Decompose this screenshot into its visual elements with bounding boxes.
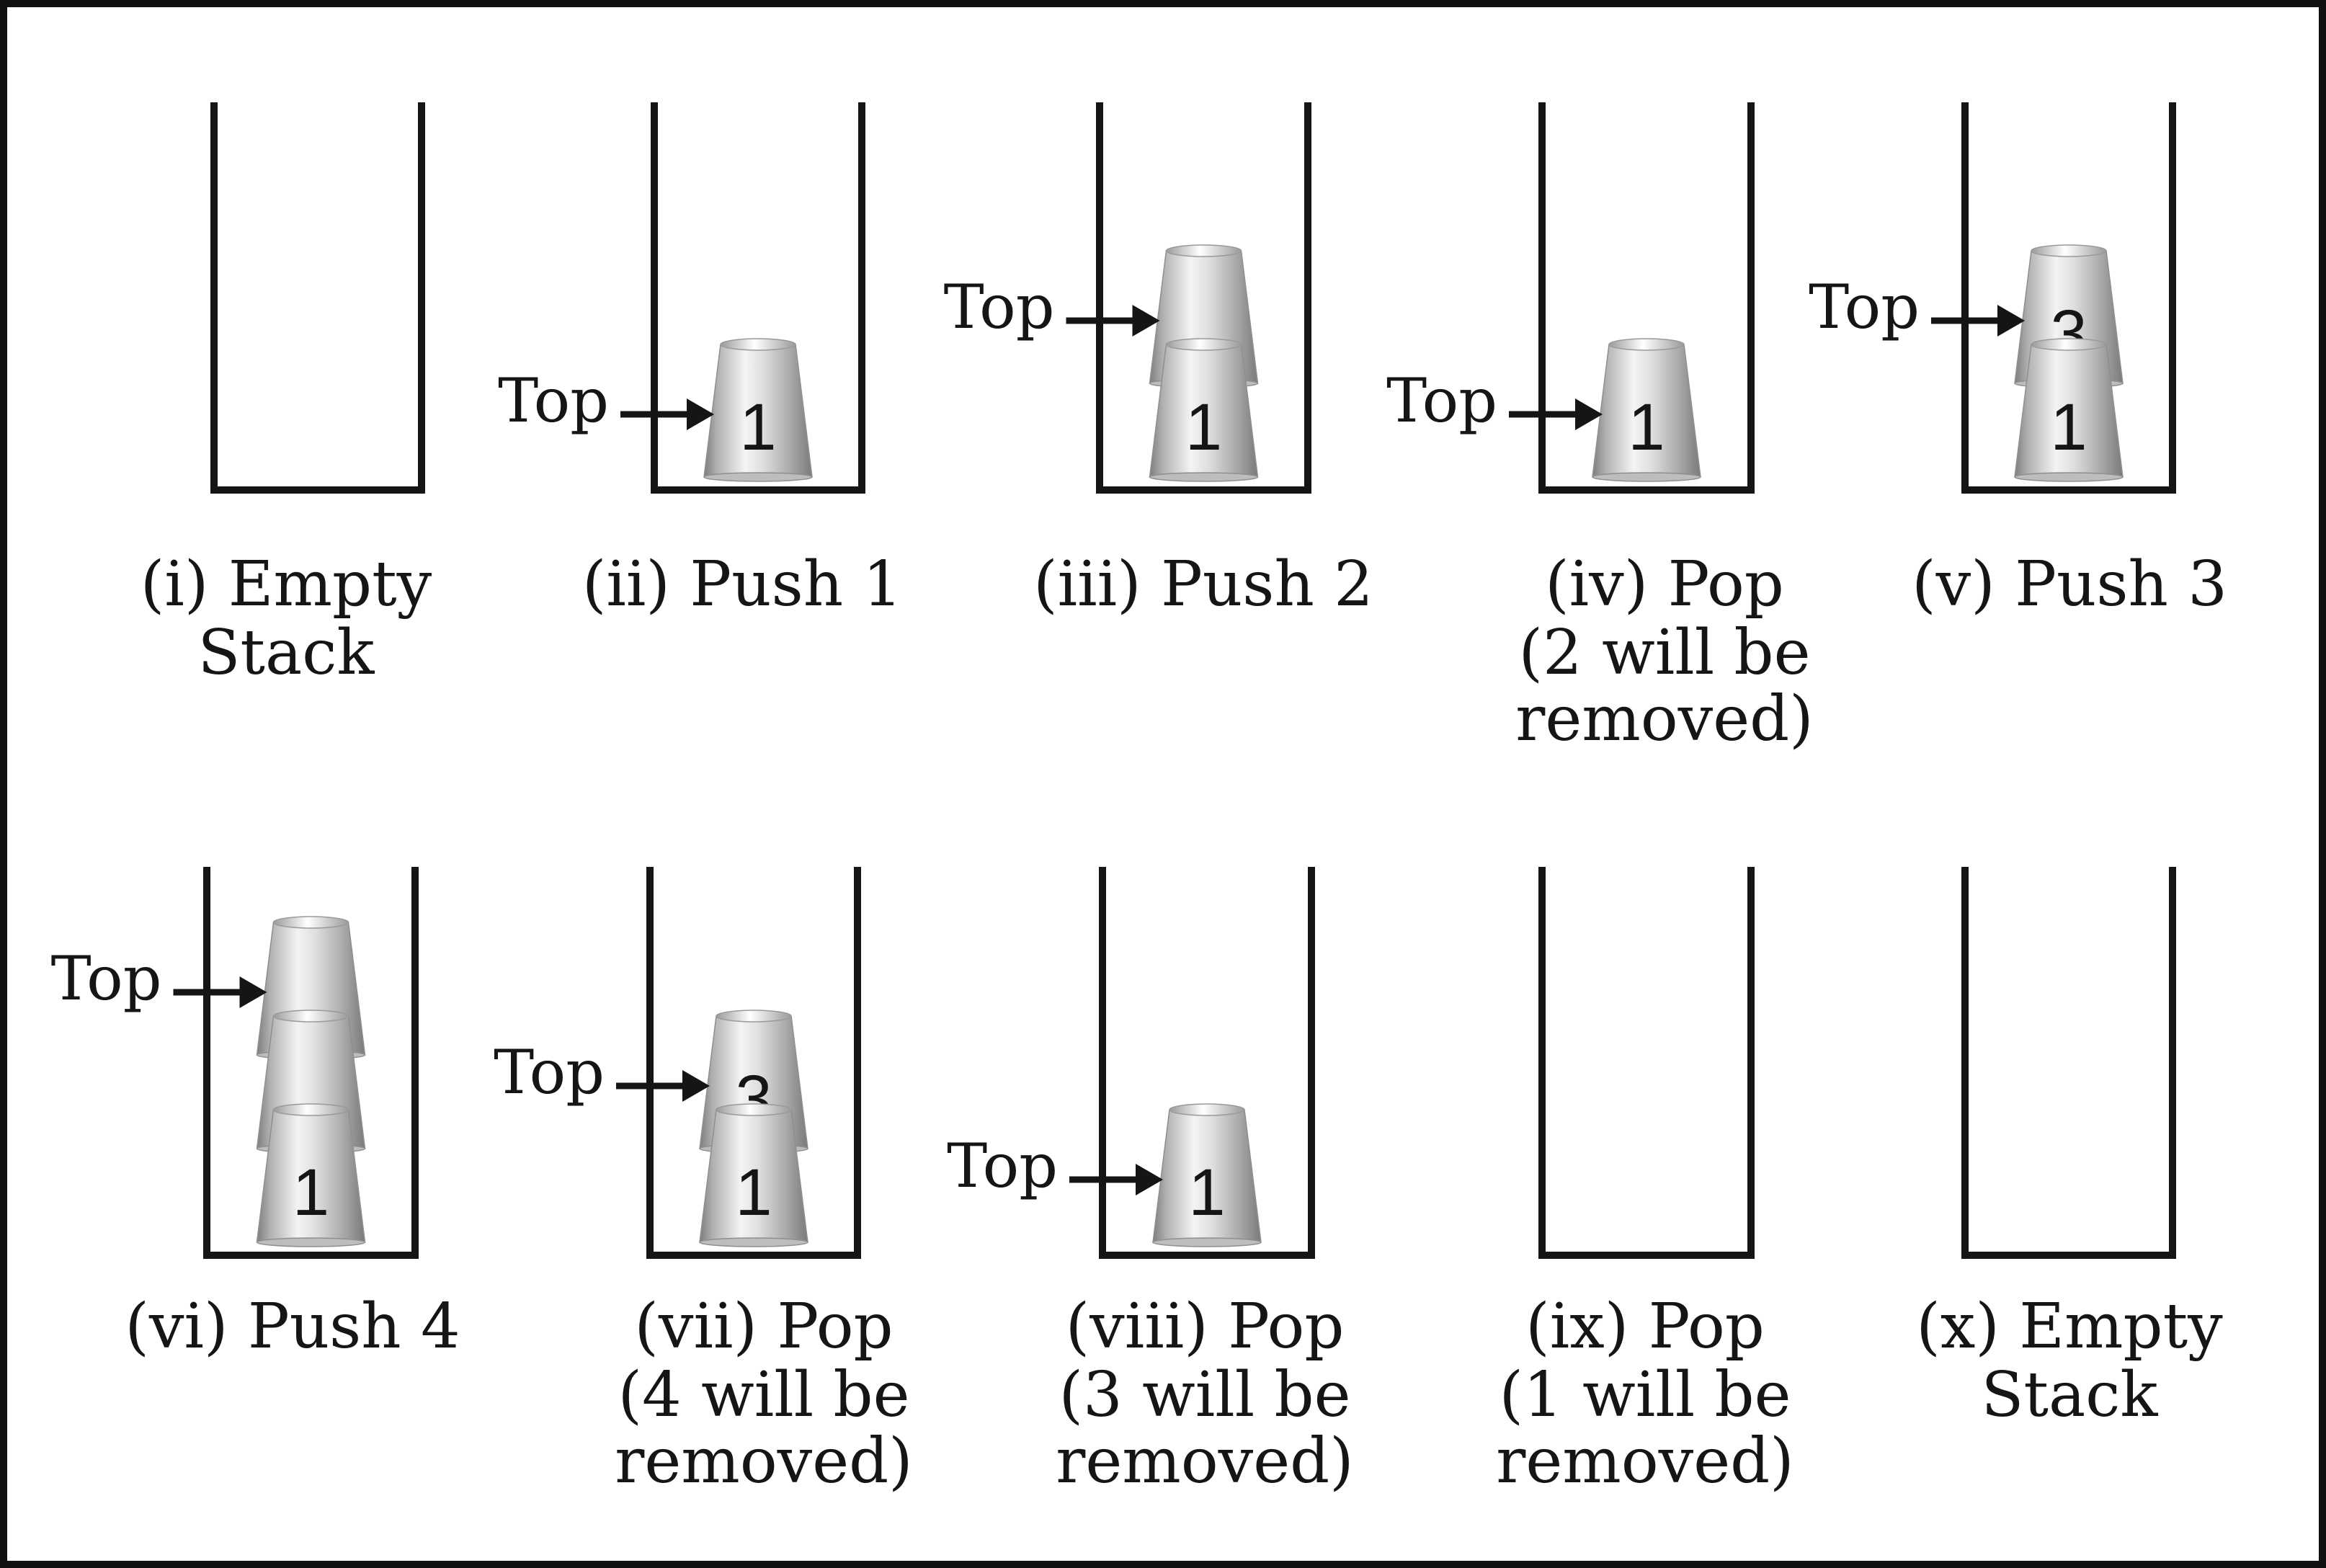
stack-container: [1538, 102, 1755, 494]
step-caption: (ii) Push 1: [582, 549, 902, 620]
stack-panel: [1961, 867, 2176, 1259]
top-pointer: Top: [51, 943, 267, 1014]
caption-line: (2 will be: [1518, 617, 1811, 689]
caption-line: (3 will be: [1059, 1359, 1351, 1431]
step-caption: (iii) Push 2: [1033, 549, 1373, 620]
top-pointer: Top: [1386, 365, 1603, 436]
cup-number: 1: [2050, 391, 2087, 464]
stack-container: [1096, 102, 1311, 494]
stack-container: [203, 867, 419, 1259]
stack-container: [1538, 867, 1755, 1259]
top-pointer: Top: [944, 272, 1160, 342]
caption-line: removed): [1056, 1425, 1354, 1497]
arrow-head-icon: [1132, 305, 1160, 337]
stack-cup: 1: [256, 1103, 366, 1247]
caption-line: removed): [615, 1425, 913, 1497]
top-label: Top: [494, 1037, 605, 1108]
stack-container: [1961, 867, 2176, 1259]
cup-number: 1: [739, 391, 776, 464]
top-pointer: Top: [498, 365, 714, 436]
arrow-head-icon: [1136, 1164, 1163, 1195]
cup-number: 1: [1628, 391, 1665, 464]
stack-panel: 1 Top: [947, 867, 1315, 1259]
caption-line: (vi) Push 4: [125, 1291, 460, 1363]
stack-container: [1099, 867, 1315, 1259]
caption-line: (1 will be: [1499, 1359, 1791, 1431]
cup-number: 1: [735, 1156, 772, 1229]
top-pointer: Top: [947, 1131, 1163, 1201]
caption-line: Stack: [197, 617, 375, 689]
stack-container: [1961, 102, 2176, 494]
caption-line: (iv) Pop: [1545, 548, 1784, 620]
caption-line: (vii) Pop: [634, 1291, 894, 1363]
stack-cup: 1: [699, 1103, 808, 1247]
arrow-head-icon: [682, 1070, 710, 1102]
top-label: Top: [944, 272, 1055, 342]
caption-line: (4 will be: [618, 1359, 910, 1431]
stack-cup: 1: [1592, 338, 1701, 482]
stack-cup: 1: [703, 338, 813, 482]
step-caption: (vi) Push 4: [125, 1291, 460, 1362]
top-label: Top: [498, 365, 609, 436]
stack-container: [210, 102, 425, 494]
stack-panel: 1 Top: [498, 102, 865, 494]
arrow-head-icon: [1997, 305, 2025, 337]
stack-panel: [1538, 867, 1755, 1259]
caption-line: (v) Push 3: [1912, 548, 2227, 620]
stack-cup: 1: [2014, 338, 2124, 482]
arrow-head-icon: [687, 398, 714, 430]
top-label: Top: [1809, 272, 1920, 342]
caption-line: (x) Empty: [1916, 1291, 2223, 1363]
top-label: Top: [1386, 365, 1497, 436]
stack-panel: 1 Top: [51, 867, 419, 1259]
stack-panel: 1 Top: [944, 102, 1311, 494]
stack-container: [651, 102, 865, 494]
step-caption: (v) Push 3: [1912, 549, 2227, 620]
stack-cup: 1: [1152, 1103, 1262, 1247]
caption-line: Stack: [1981, 1359, 2158, 1431]
top-label: Top: [947, 1131, 1058, 1201]
stack-panel: [210, 102, 425, 494]
caption-line: (ix) Pop: [1525, 1291, 1765, 1363]
cup-number: 1: [1185, 391, 1222, 464]
caption-line: removed): [1515, 683, 1814, 755]
stack-cup: 1: [1149, 338, 1259, 482]
arrow-head-icon: [239, 976, 267, 1008]
caption-line: (ii) Push 1: [582, 548, 903, 620]
arrow-head-icon: [1575, 398, 1603, 430]
stack-container: [646, 867, 861, 1259]
top-pointer: Top: [1809, 272, 2025, 342]
caption-line: (i) Empty: [140, 548, 432, 620]
caption-line: removed): [1496, 1425, 1794, 1497]
caption-line: (viii) Pop: [1065, 1291, 1345, 1363]
top-label: Top: [51, 943, 162, 1014]
cup-number: 1: [293, 1156, 329, 1229]
stack-panel: 1 Top: [1386, 102, 1755, 494]
caption-line: (iii) Push 2: [1033, 548, 1373, 620]
cup-number: 1: [1188, 1156, 1225, 1229]
top-pointer: Top: [494, 1037, 710, 1108]
